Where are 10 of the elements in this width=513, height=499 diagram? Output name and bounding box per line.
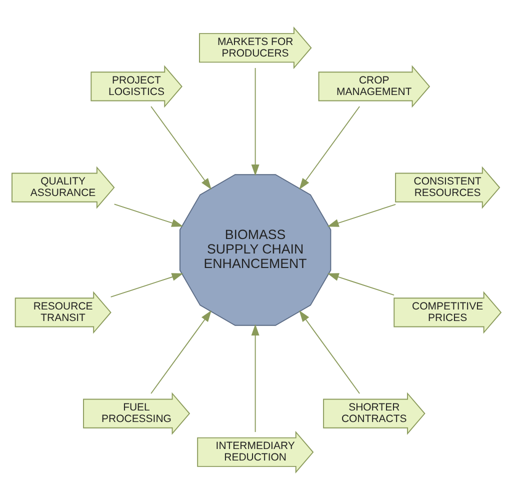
arrow bbox=[299, 310, 360, 394]
arrow bbox=[150, 106, 212, 190]
arrow bbox=[114, 203, 184, 226]
arrow bbox=[150, 310, 212, 394]
arrow bbox=[251, 324, 260, 432]
arrow bbox=[251, 67, 260, 176]
arrow bbox=[299, 106, 360, 190]
arrow bbox=[327, 272, 394, 296]
arrow bbox=[110, 272, 184, 297]
arrow bbox=[327, 203, 396, 226]
